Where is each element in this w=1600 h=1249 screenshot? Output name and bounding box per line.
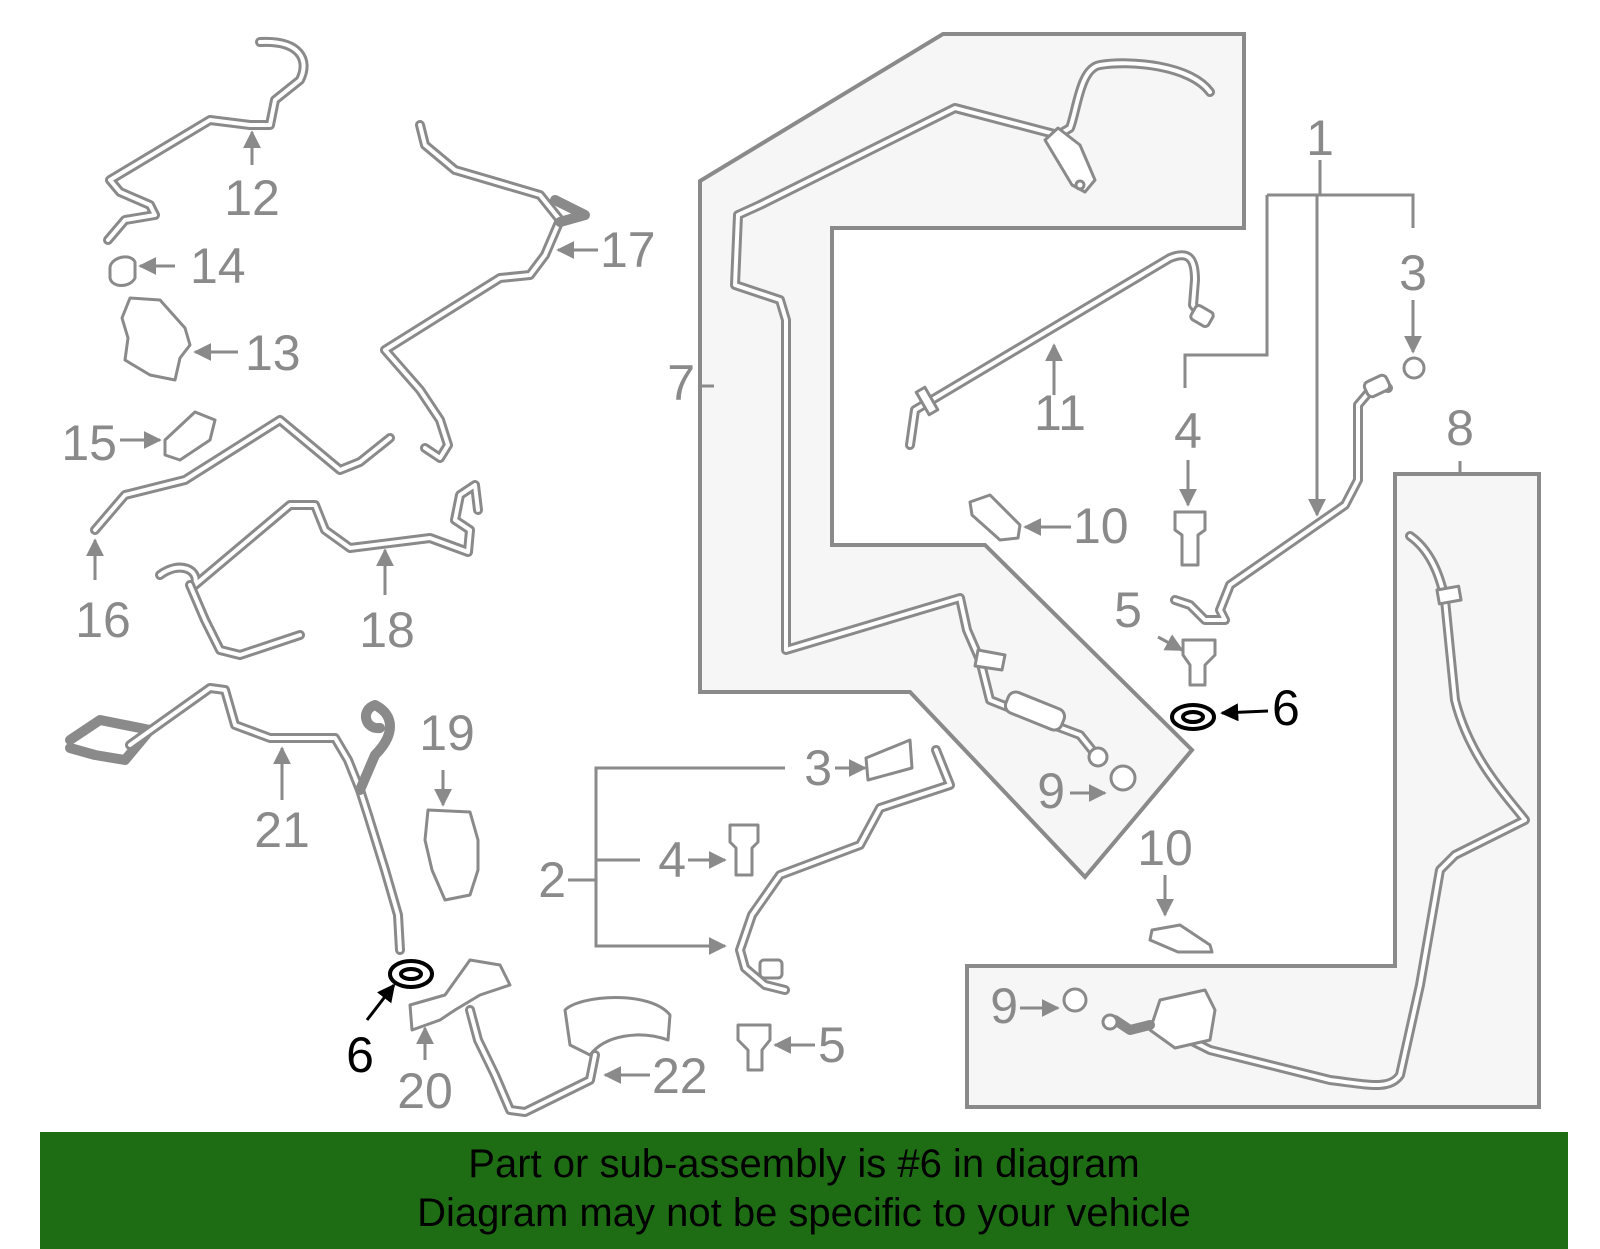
- callout-9-upper: 9: [1037, 763, 1065, 819]
- leader-lines: [86, 130, 1462, 1084]
- part-19-valve: [423, 808, 480, 902]
- callout-11: 11: [1034, 385, 1086, 441]
- part-9-oring-upper: [1109, 764, 1137, 792]
- part-20-bracket: [408, 958, 512, 1032]
- pipe-11: [905, 250, 1215, 450]
- part-3-oring-upper: [1402, 356, 1426, 380]
- line-17: [380, 120, 590, 463]
- callout-4-lower: 4: [658, 832, 686, 888]
- part-6-washer-lower: [388, 959, 434, 989]
- info-banner: Part or sub-assembly is #6 in diagram Di…: [40, 1132, 1568, 1249]
- part-5-fitting-upper: [1181, 638, 1217, 687]
- pipe-1: [1170, 373, 1393, 625]
- callout-10-upper: 10: [1073, 498, 1129, 554]
- callout-2: 2: [538, 852, 566, 908]
- part-6-washer-upper: [1170, 703, 1216, 731]
- part-4-bolt-lower: [728, 823, 760, 877]
- callout-20: 20: [397, 1063, 453, 1119]
- callout-21: 21: [254, 802, 310, 858]
- callout-13: 13: [245, 325, 301, 381]
- callout-12: 12: [224, 170, 280, 226]
- callout-16: 16: [75, 592, 131, 648]
- line-18: [155, 480, 483, 660]
- callout-6-upper: 6: [1272, 680, 1300, 736]
- callout-4-upper: 4: [1174, 403, 1202, 459]
- callout-15: 15: [61, 415, 117, 471]
- part-10-gasket-lower: [1148, 923, 1214, 954]
- banner-line-2: Diagram may not be specific to your vehi…: [417, 1191, 1191, 1235]
- callout-14: 14: [190, 238, 246, 294]
- callout-3-lower: 3: [804, 740, 832, 796]
- hose-12: [103, 36, 309, 245]
- callout-17: 17: [600, 222, 656, 278]
- part-13-valve: [120, 296, 192, 382]
- part-4-bolt-upper: [1173, 510, 1207, 567]
- pipe-7: [730, 58, 1215, 768]
- hose-22: [465, 996, 672, 1117]
- banner-line-1: Part or sub-assembly is #6 in diagram: [468, 1142, 1140, 1186]
- part-15-sensor: [163, 410, 217, 462]
- line-16: [90, 415, 395, 535]
- assembly-7-outline: [698, 32, 1246, 881]
- callout-8: 8: [1446, 400, 1474, 456]
- pipe-8: [1101, 531, 1530, 1090]
- callout-3-upper: 3: [1399, 245, 1427, 301]
- part-14-grommet: [108, 255, 137, 287]
- callout-18: 18: [359, 602, 415, 658]
- callout-22: 22: [652, 1048, 708, 1104]
- line-21: [65, 683, 405, 955]
- assembly-8-outline: [965, 472, 1541, 1109]
- callout-10-lower: 10: [1137, 820, 1193, 876]
- part-10-gasket-upper: [968, 493, 1022, 542]
- callout-6-lower: 6: [346, 1027, 374, 1083]
- callout-9-lower: 9: [990, 978, 1018, 1034]
- callout-5-lower: 5: [818, 1017, 846, 1073]
- callout-5-upper: 5: [1114, 582, 1142, 638]
- callout-7: 7: [667, 355, 695, 411]
- part-9-oring-lower: [1062, 987, 1088, 1013]
- callout-1: 1: [1306, 110, 1334, 166]
- callout-19: 19: [419, 705, 475, 761]
- part-5-fitting-lower: [736, 1023, 772, 1072]
- pipe-2: [735, 745, 955, 995]
- part-3-plate-lower: [864, 738, 914, 782]
